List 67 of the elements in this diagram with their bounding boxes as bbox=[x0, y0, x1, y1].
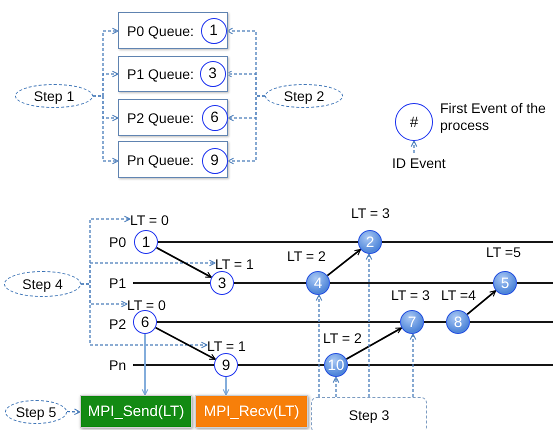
queue-label: P2 Queue: bbox=[127, 110, 194, 126]
clock-label: LT = 3 bbox=[351, 205, 390, 221]
timeline-segment bbox=[330, 282, 493, 284]
step-box: Step 3 bbox=[311, 397, 427, 430]
timeline-segment bbox=[157, 321, 400, 323]
event-circle: 9 bbox=[214, 353, 238, 377]
arrow bbox=[332, 376, 340, 397]
arrow bbox=[326, 248, 362, 276]
arrow bbox=[155, 326, 216, 360]
clock-label: LT = 0 bbox=[130, 211, 176, 228]
event-circle: 1 bbox=[200, 18, 226, 44]
queue-label: P0 Queue: bbox=[127, 22, 194, 38]
arrow bbox=[93, 95, 119, 164]
arrow bbox=[410, 140, 418, 153]
function-box: MPI_Send(LT) bbox=[80, 395, 192, 428]
process-label: Pn bbox=[109, 356, 133, 374]
clock-label: LT = 0 bbox=[127, 296, 173, 313]
event-circle: 1 bbox=[134, 230, 158, 254]
timeline-segment bbox=[133, 282, 210, 284]
timeline bbox=[382, 241, 553, 243]
timeline-segment bbox=[234, 282, 306, 284]
clock-label: LT = 3 bbox=[391, 287, 430, 303]
queue-box bbox=[118, 12, 228, 49]
timeline-segment bbox=[158, 241, 358, 243]
clock-label: LT = 2 bbox=[287, 248, 326, 264]
process-label: P1 bbox=[109, 274, 133, 292]
event-circle: 3 bbox=[200, 60, 226, 86]
arrow bbox=[142, 334, 148, 396]
arrow bbox=[316, 294, 322, 397]
step-ellipse: Step 1 bbox=[15, 84, 93, 108]
legend-text: ID Event bbox=[392, 153, 456, 173]
arrow bbox=[222, 377, 230, 396]
arrow bbox=[366, 253, 372, 397]
clock-label: LT =5 bbox=[486, 244, 521, 260]
process-label: P2 bbox=[109, 315, 133, 333]
legend-description: First Event of the process bbox=[440, 100, 547, 134]
step-ellipse: Step 5 bbox=[5, 400, 67, 424]
arrow bbox=[227, 95, 265, 164]
clock-label: LT = 1 bbox=[215, 255, 261, 272]
timeline bbox=[517, 282, 553, 284]
clock-label: LT = 1 bbox=[207, 337, 253, 354]
queue-label: Pn Queue: bbox=[127, 152, 194, 168]
event-circle: 6 bbox=[202, 104, 228, 130]
arrow bbox=[466, 290, 496, 316]
arrow bbox=[81, 283, 208, 348]
timeline bbox=[470, 321, 553, 323]
queue-box bbox=[118, 141, 228, 178]
queue-box bbox=[118, 99, 228, 136]
timeline-segment bbox=[133, 364, 214, 366]
step-ellipse: Step 4 bbox=[4, 271, 81, 297]
queue-box bbox=[118, 56, 228, 92]
event-circle: 3 bbox=[210, 271, 234, 295]
arrow bbox=[346, 327, 402, 360]
step-ellipse: Step 2 bbox=[265, 84, 343, 108]
timeline bbox=[348, 364, 553, 366]
timeline-segment bbox=[424, 321, 446, 323]
arrow bbox=[156, 246, 212, 278]
arrow bbox=[410, 333, 416, 397]
function-box: MPI_Recv(LT) bbox=[195, 395, 308, 428]
event-circle: 6 bbox=[133, 310, 157, 334]
process-label: P0 bbox=[109, 233, 133, 251]
arrow bbox=[66, 408, 81, 416]
clock-label: LT =4 bbox=[441, 287, 476, 303]
timeline-segment bbox=[238, 364, 324, 366]
clock-label: LT = 2 bbox=[323, 330, 362, 346]
queue-label: P1 Queue: bbox=[127, 66, 194, 82]
event-circle: 9 bbox=[202, 148, 228, 174]
